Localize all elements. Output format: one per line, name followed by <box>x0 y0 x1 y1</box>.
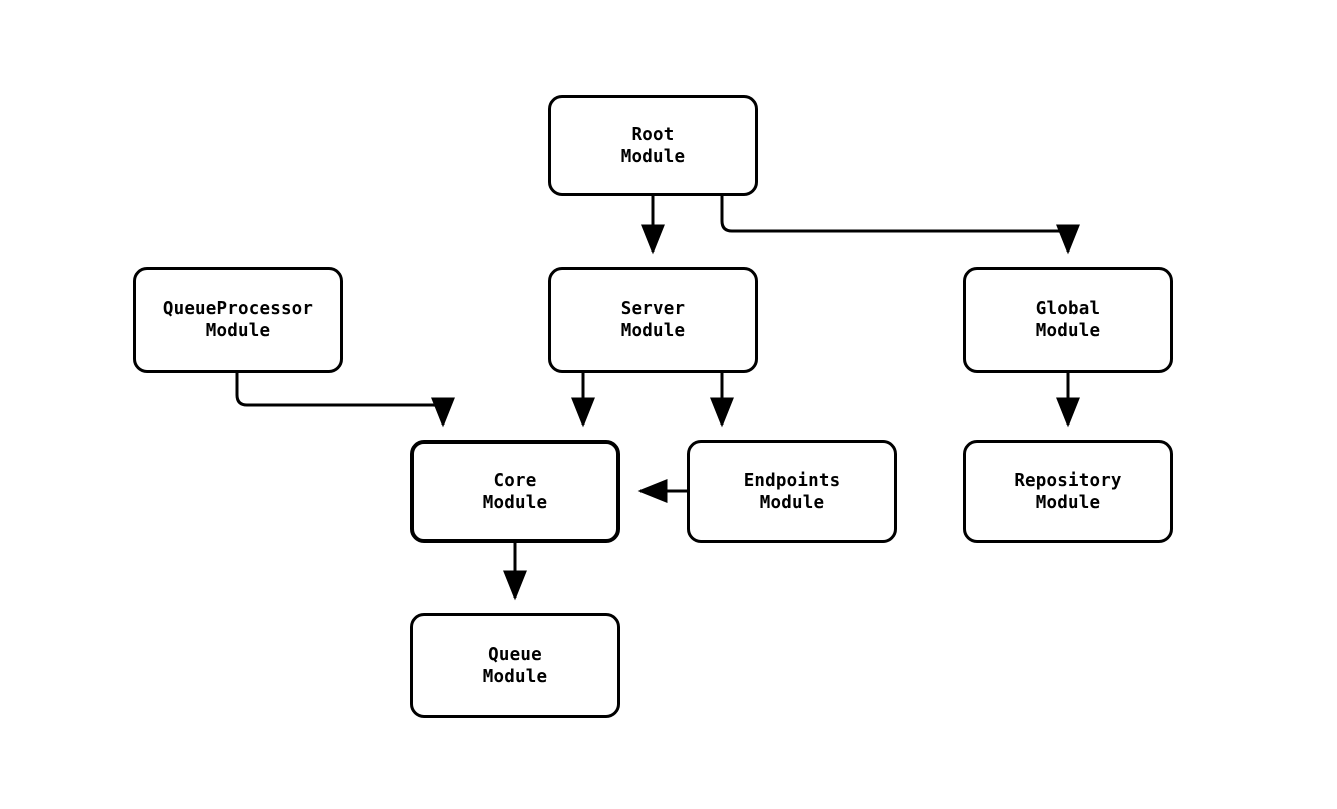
node-root-name: Root <box>631 124 675 145</box>
node-endpoints-name: Endpoints <box>743 470 841 491</box>
node-queue-suffix: Module <box>482 666 548 687</box>
node-repository-suffix: Module <box>1035 492 1101 513</box>
node-server-suffix: Module <box>620 321 686 341</box>
edge-root-to-global <box>720 196 1080 255</box>
node-queue-name: Queue <box>488 644 542 665</box>
node-core-suffix: Module <box>482 492 548 513</box>
edge-queueprocessor-to-core <box>235 373 455 428</box>
node-root-suffix: Module <box>620 146 686 167</box>
node-queueprocessor-suffix: Module <box>205 321 271 341</box>
node-global-name: Global <box>1035 299 1101 319</box>
node-server-name: Server <box>620 299 686 319</box>
node-endpoints-suffix: Module <box>759 492 825 513</box>
node-global-suffix: Module <box>1035 321 1101 341</box>
node-core-name: Core <box>493 470 537 491</box>
node-repository-name: Repository <box>1014 470 1122 491</box>
node-queueprocessor-name: QueueProcessor <box>162 299 314 319</box>
